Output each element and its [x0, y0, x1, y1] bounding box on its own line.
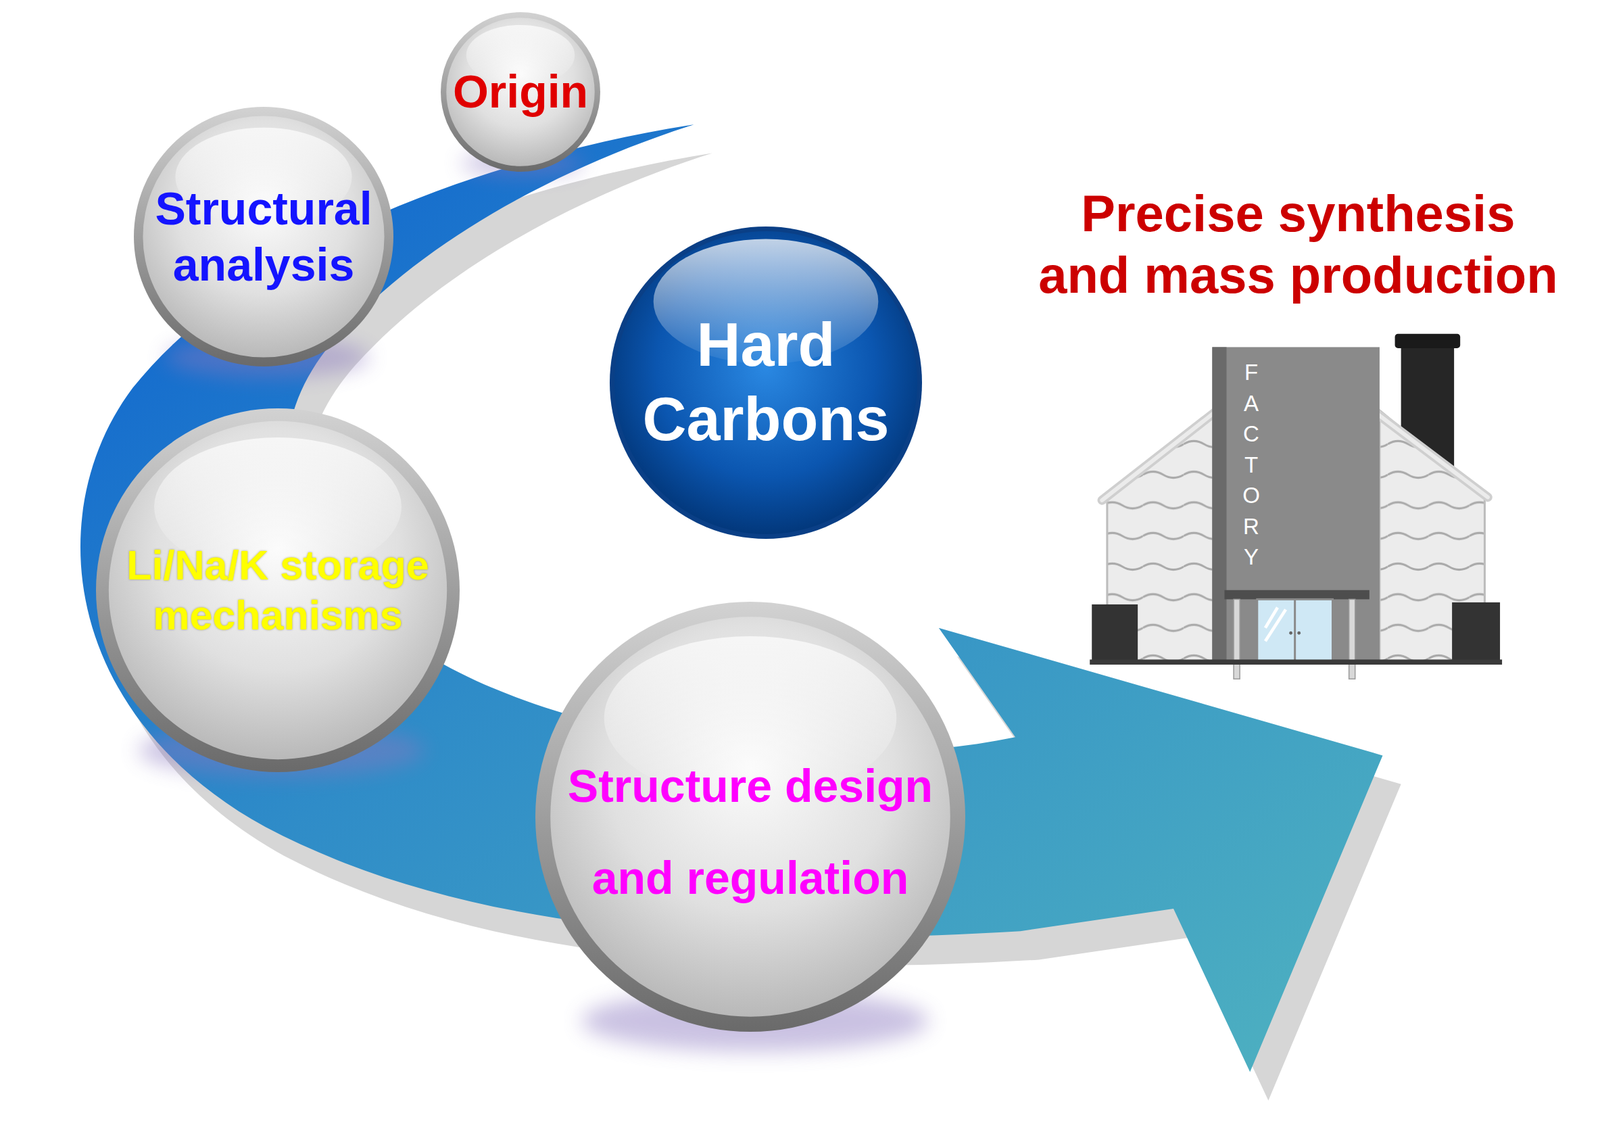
factory-illustration	[1089, 333, 1502, 679]
circle-node: Li/Na/K storage mechanisms	[95, 408, 460, 772]
circle-text-wrap: Structure design and regulation	[566, 739, 935, 924]
circle-node: Structure design and regulation	[535, 601, 966, 1032]
circle-outline	[133, 106, 394, 367]
heading-label: Precise synthesis and mass production	[1033, 182, 1563, 306]
circle-text-wrap: Origin	[451, 64, 591, 120]
circle-label: Structural analysis	[153, 180, 374, 293]
circle-label: Hard Carbons	[640, 308, 891, 457]
circle-outline	[95, 408, 460, 772]
circle-outline	[535, 601, 966, 1032]
circle-node: Structural analysis	[133, 106, 394, 367]
circle-node: Hard Carbons	[609, 226, 923, 539]
circle-text-wrap: Li/Na/K storage mechanisms	[125, 540, 431, 641]
circle-text-wrap: Structural analysis	[153, 180, 374, 293]
circle-node: Origin	[440, 12, 601, 172]
circle-label: Li/Na/K storage mechanisms	[125, 540, 431, 641]
circle-outline	[609, 226, 923, 539]
factory-sign: FACTORY	[1240, 356, 1263, 573]
circle-label: Structure design and regulation	[566, 739, 935, 924]
circle-text-wrap: Hard Carbons	[640, 308, 891, 457]
circle-label: Origin	[451, 64, 591, 120]
